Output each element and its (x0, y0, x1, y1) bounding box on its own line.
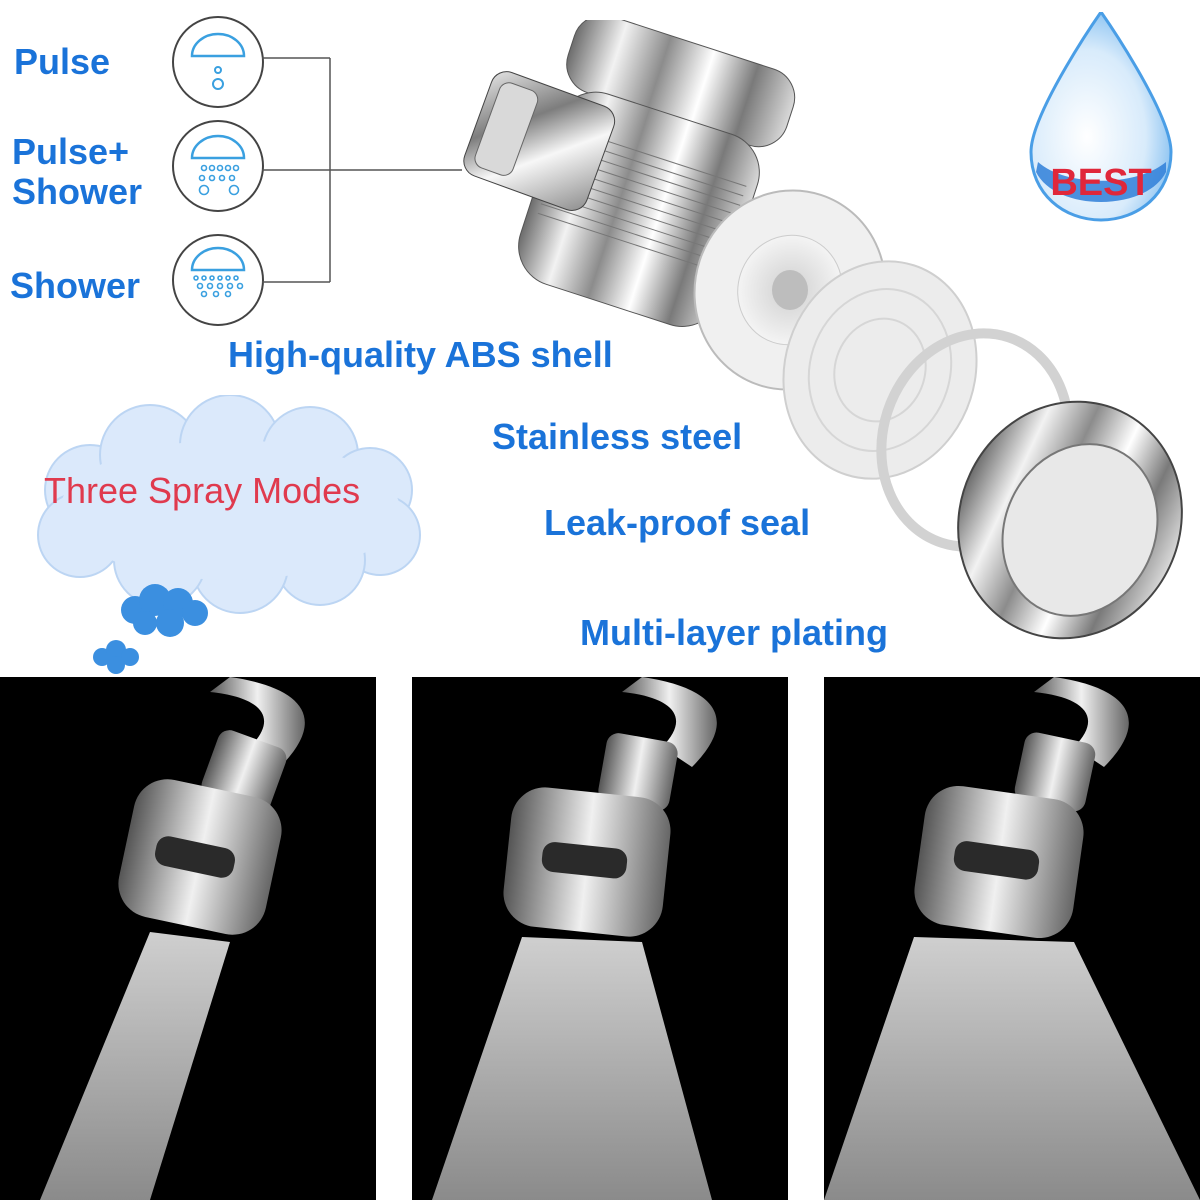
abs-shell-label: High-quality ABS shell (228, 334, 613, 375)
spray-photo-1 (0, 677, 376, 1200)
tiny-cloud-icon (93, 640, 139, 674)
stainless-steel-label: Stainless steel (492, 416, 743, 457)
faucet-aerator-spray-wide-icon (824, 677, 1200, 1200)
faucet-aerator-spray-medium-icon (432, 677, 717, 1200)
pulse-mode-icon (172, 16, 264, 108)
cloud-text: Three Spray Modes (44, 470, 361, 511)
pulse-shower-mode-icon (172, 120, 264, 212)
shower-mode-icon (172, 234, 264, 326)
multi-layer-plating-label: Multi-layer plating (580, 612, 889, 653)
faucet-aerator-spray-narrow-icon (40, 677, 305, 1200)
spray-photo-2 (412, 677, 788, 1200)
mode-label-shower: Shower (10, 265, 141, 306)
water-drop-icon (1029, 9, 1173, 222)
leak-proof-seal-label: Leak-proof seal (544, 502, 811, 543)
best-badge-text: BEST (1050, 162, 1152, 204)
spray-photo-3 (824, 677, 1200, 1200)
thought-cloud (37, 395, 421, 674)
connector-lines (262, 57, 462, 283)
small-cloud-icon (121, 584, 208, 637)
aerator-exploded-illustration (463, 20, 1183, 640)
best-badge: BEST (1026, 9, 1176, 222)
mode-label-pulse-shower: Pulse+ Shower (12, 131, 143, 212)
mode-label-pulse: Pulse (14, 41, 111, 82)
